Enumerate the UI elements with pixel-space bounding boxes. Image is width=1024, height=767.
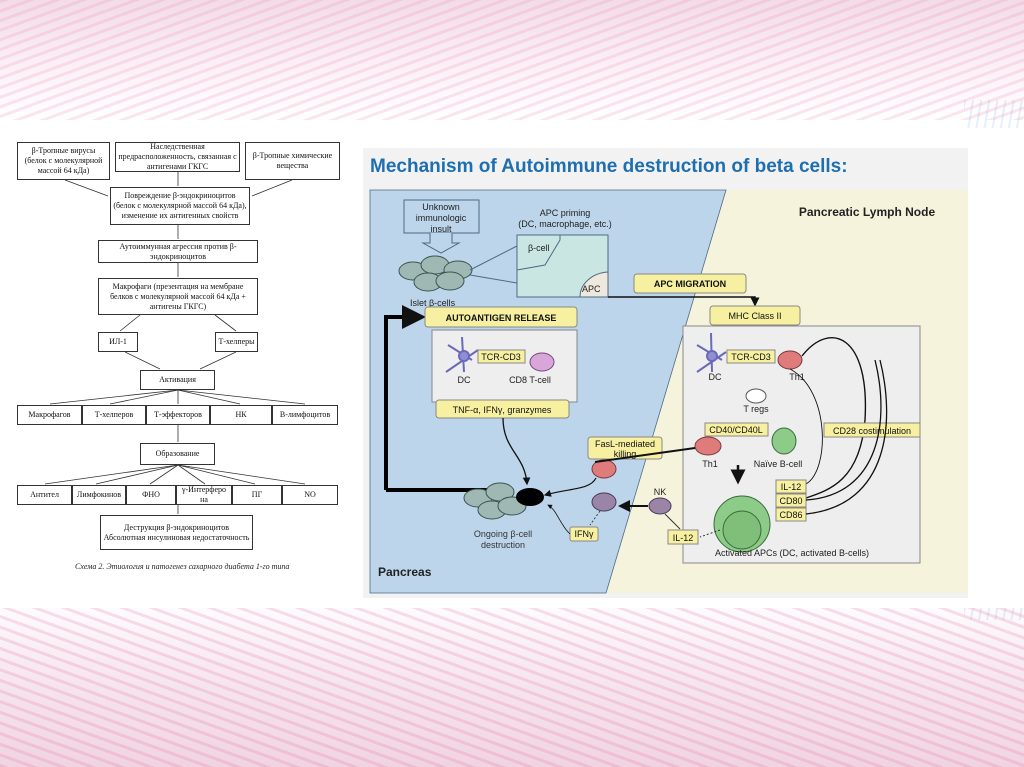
ifng-label: IFNγ: [575, 529, 594, 539]
insult-arrow-icon: [421, 233, 461, 254]
box-destruction: Деструкция β-эндокриноцитов Абсолютная и…: [100, 515, 253, 550]
formation-item: Лимфокинов: [72, 485, 126, 505]
lymph-node-label: Pancreatic Lymph Node: [799, 205, 936, 219]
activation-item: Т-эффекторов: [146, 405, 210, 425]
il12-label: IL-12: [781, 482, 802, 492]
box-il1: ИЛ-1: [98, 332, 138, 352]
th1-label-2: Th1: [702, 459, 718, 469]
activation-item: Т-хелперов: [82, 405, 146, 425]
decorative-background-top: [0, 0, 1024, 120]
islet-cells-label: Islet β-cells: [410, 298, 456, 308]
box-formation: Образование: [140, 443, 215, 465]
box-damage: Повреждение β-эндокриноцитов (белок с мо…: [110, 187, 250, 225]
cytokines-label: TNF-α, IFNγ, granzymes: [453, 405, 552, 415]
cd8-t-cell-label: CD8 T-cell: [509, 375, 551, 385]
il12-label-nk: IL-12: [673, 533, 694, 543]
dendritic-cell-icon: [696, 332, 727, 373]
nk-effector-cell-icon: [591, 492, 617, 512]
formation-item: ПГ: [232, 485, 282, 505]
box-heredity: Наследственная предрасположенность, связ…: [115, 142, 240, 172]
dc-label-lymph: DC: [709, 372, 722, 382]
cd28-costimulation-label: CD28 costimulation: [833, 426, 911, 436]
apc-priming-label: APC priming(DC, macrophage, etc.): [518, 208, 612, 229]
formation-item: γ-Интерферо на: [176, 485, 232, 505]
tcr-cd3-label-lymph: TCR-CD3: [731, 352, 771, 362]
t-regs-cell-icon: [745, 388, 767, 404]
flowchart-caption: Схема 2. Этиология и патогенез сахарного…: [75, 562, 290, 571]
activated-apcs-label: Activated APCs (DC, activated B-cells): [715, 548, 869, 558]
th1-cell-icon: [694, 436, 722, 456]
activation-item: НК: [210, 405, 272, 425]
autoantigen-release-label: AUTOANTIGEN RELEASE: [446, 313, 557, 323]
box-viruses: β-Тропные вирусы (белок с молекулярной м…: [17, 142, 110, 180]
beta-cell-label: β-cell: [528, 243, 550, 253]
dendritic-cell-icon: [445, 336, 479, 373]
naive-b-cell-label: Naïve B-cell: [754, 459, 803, 469]
formation-item: ФНО: [126, 485, 176, 505]
panel-title: Mechanism of Autoimmune destruction of b…: [370, 156, 848, 177]
nk-label: NK: [654, 487, 667, 497]
th1-label: Th1: [789, 372, 805, 382]
cd80-label: CD80: [779, 496, 802, 506]
cd40-label: CD40/CD40L: [709, 425, 763, 435]
mhc-class-ii-label: MHC Class II: [728, 311, 781, 321]
formation-item: NO: [282, 485, 338, 505]
cd8-t-cell-icon: [529, 352, 555, 372]
nk-cell-icon: [648, 497, 672, 515]
apc-shape: [579, 271, 609, 298]
activation-item: В-лимфоцитов: [272, 405, 338, 425]
decorative-background-bottom: [0, 597, 1024, 767]
box-t-helpers: Т-хелперы: [215, 332, 258, 352]
tcr-cd3-label: TCR-CD3: [481, 352, 521, 362]
box-macrophages: Макрофаги (презентация на мембране белко…: [98, 278, 258, 315]
islet-cells-icon: [398, 255, 473, 292]
th1-cell-icon: [777, 350, 803, 370]
dc-label: DC: [458, 375, 471, 385]
formation-item: Антител: [17, 485, 72, 505]
box-aggression: Аутоиммунная агрессия против β-эндокрино…: [98, 240, 258, 263]
pancreas-label: Pancreas: [378, 565, 432, 579]
apc-label: APC: [582, 284, 601, 294]
cd86-label: CD86: [779, 510, 802, 520]
activation-item: Макрофагов: [17, 405, 82, 425]
naive-b-cell-icon: [771, 427, 797, 455]
apc-migration-label: APC MIGRATION: [654, 279, 726, 289]
t-regs-label: T regs: [743, 404, 769, 414]
apc-migration-label-box: [633, 273, 747, 294]
box-activation: Активация: [140, 370, 215, 390]
box-chemicals: β-Тропные химические вещества: [245, 142, 340, 180]
